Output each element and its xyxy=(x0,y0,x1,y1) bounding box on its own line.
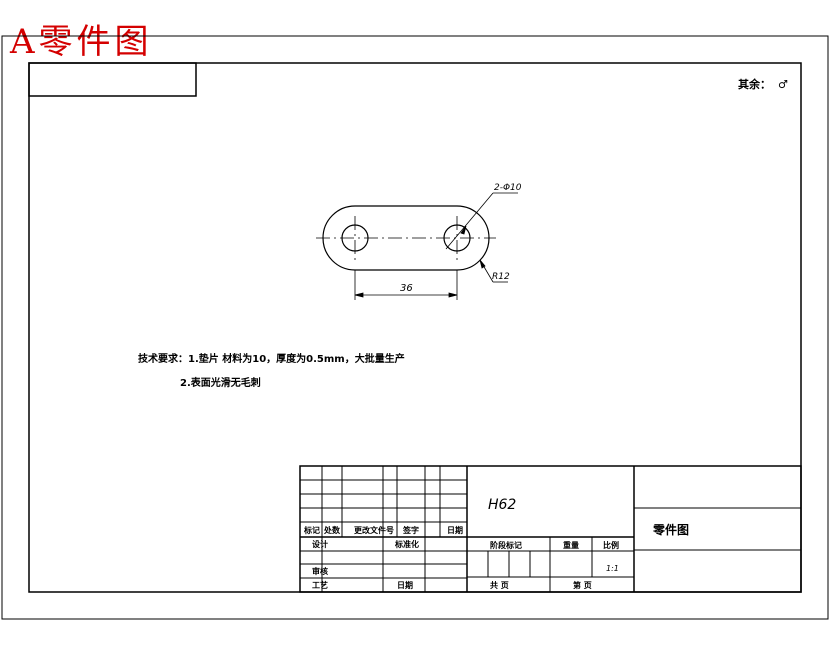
length-dimension xyxy=(354,270,458,300)
review-label: 审核 xyxy=(312,566,328,576)
extra-label: 其余： xyxy=(738,77,771,91)
hole-dim-text: 2-Φ10 xyxy=(494,183,522,193)
radius-leader xyxy=(479,259,508,283)
total-sheets-label: 共 页 xyxy=(490,580,509,590)
length-dim-text: 36 xyxy=(400,283,413,294)
standardization-label: 标准化 xyxy=(394,539,419,549)
inner-border xyxy=(28,62,802,593)
process-label: 工艺 xyxy=(312,580,328,590)
rev-header-count: 处数 xyxy=(323,525,341,535)
rev-header-doc: 更改文件号 xyxy=(354,525,394,535)
title-block xyxy=(299,465,802,593)
design-label: 设计 xyxy=(312,539,328,549)
outer-frame xyxy=(1,35,829,620)
rev-header-sign: 签字 xyxy=(402,525,419,535)
material-text: H62 xyxy=(488,497,516,513)
sheet-no-label: 第 页 xyxy=(573,580,592,590)
weight-label: 重量 xyxy=(563,540,579,550)
stage-mark-label: 阶段标记 xyxy=(490,540,522,550)
page-title: A零件图 xyxy=(10,22,153,62)
code-box xyxy=(28,62,197,97)
rev-header-mark: 标记 xyxy=(303,525,320,535)
scale-value: 1:1 xyxy=(606,564,619,573)
date-label: 日期 xyxy=(397,580,413,590)
extra-symbol: ♂ xyxy=(778,78,788,91)
hole-leader xyxy=(445,192,518,250)
rev-header-date: 日期 xyxy=(447,525,463,535)
notes-line-2: 2.表面光滑无毛刺 xyxy=(180,376,261,389)
centre-lines xyxy=(316,216,496,260)
drawing-name-text: 零件图 xyxy=(652,522,689,537)
notes-line-1: 技术要求：1.垫片 材料为10，厚度为0.5mm，大批量生产 xyxy=(138,352,405,365)
scale-label: 比例 xyxy=(603,540,619,550)
radius-dim-text: R12 xyxy=(492,272,510,282)
